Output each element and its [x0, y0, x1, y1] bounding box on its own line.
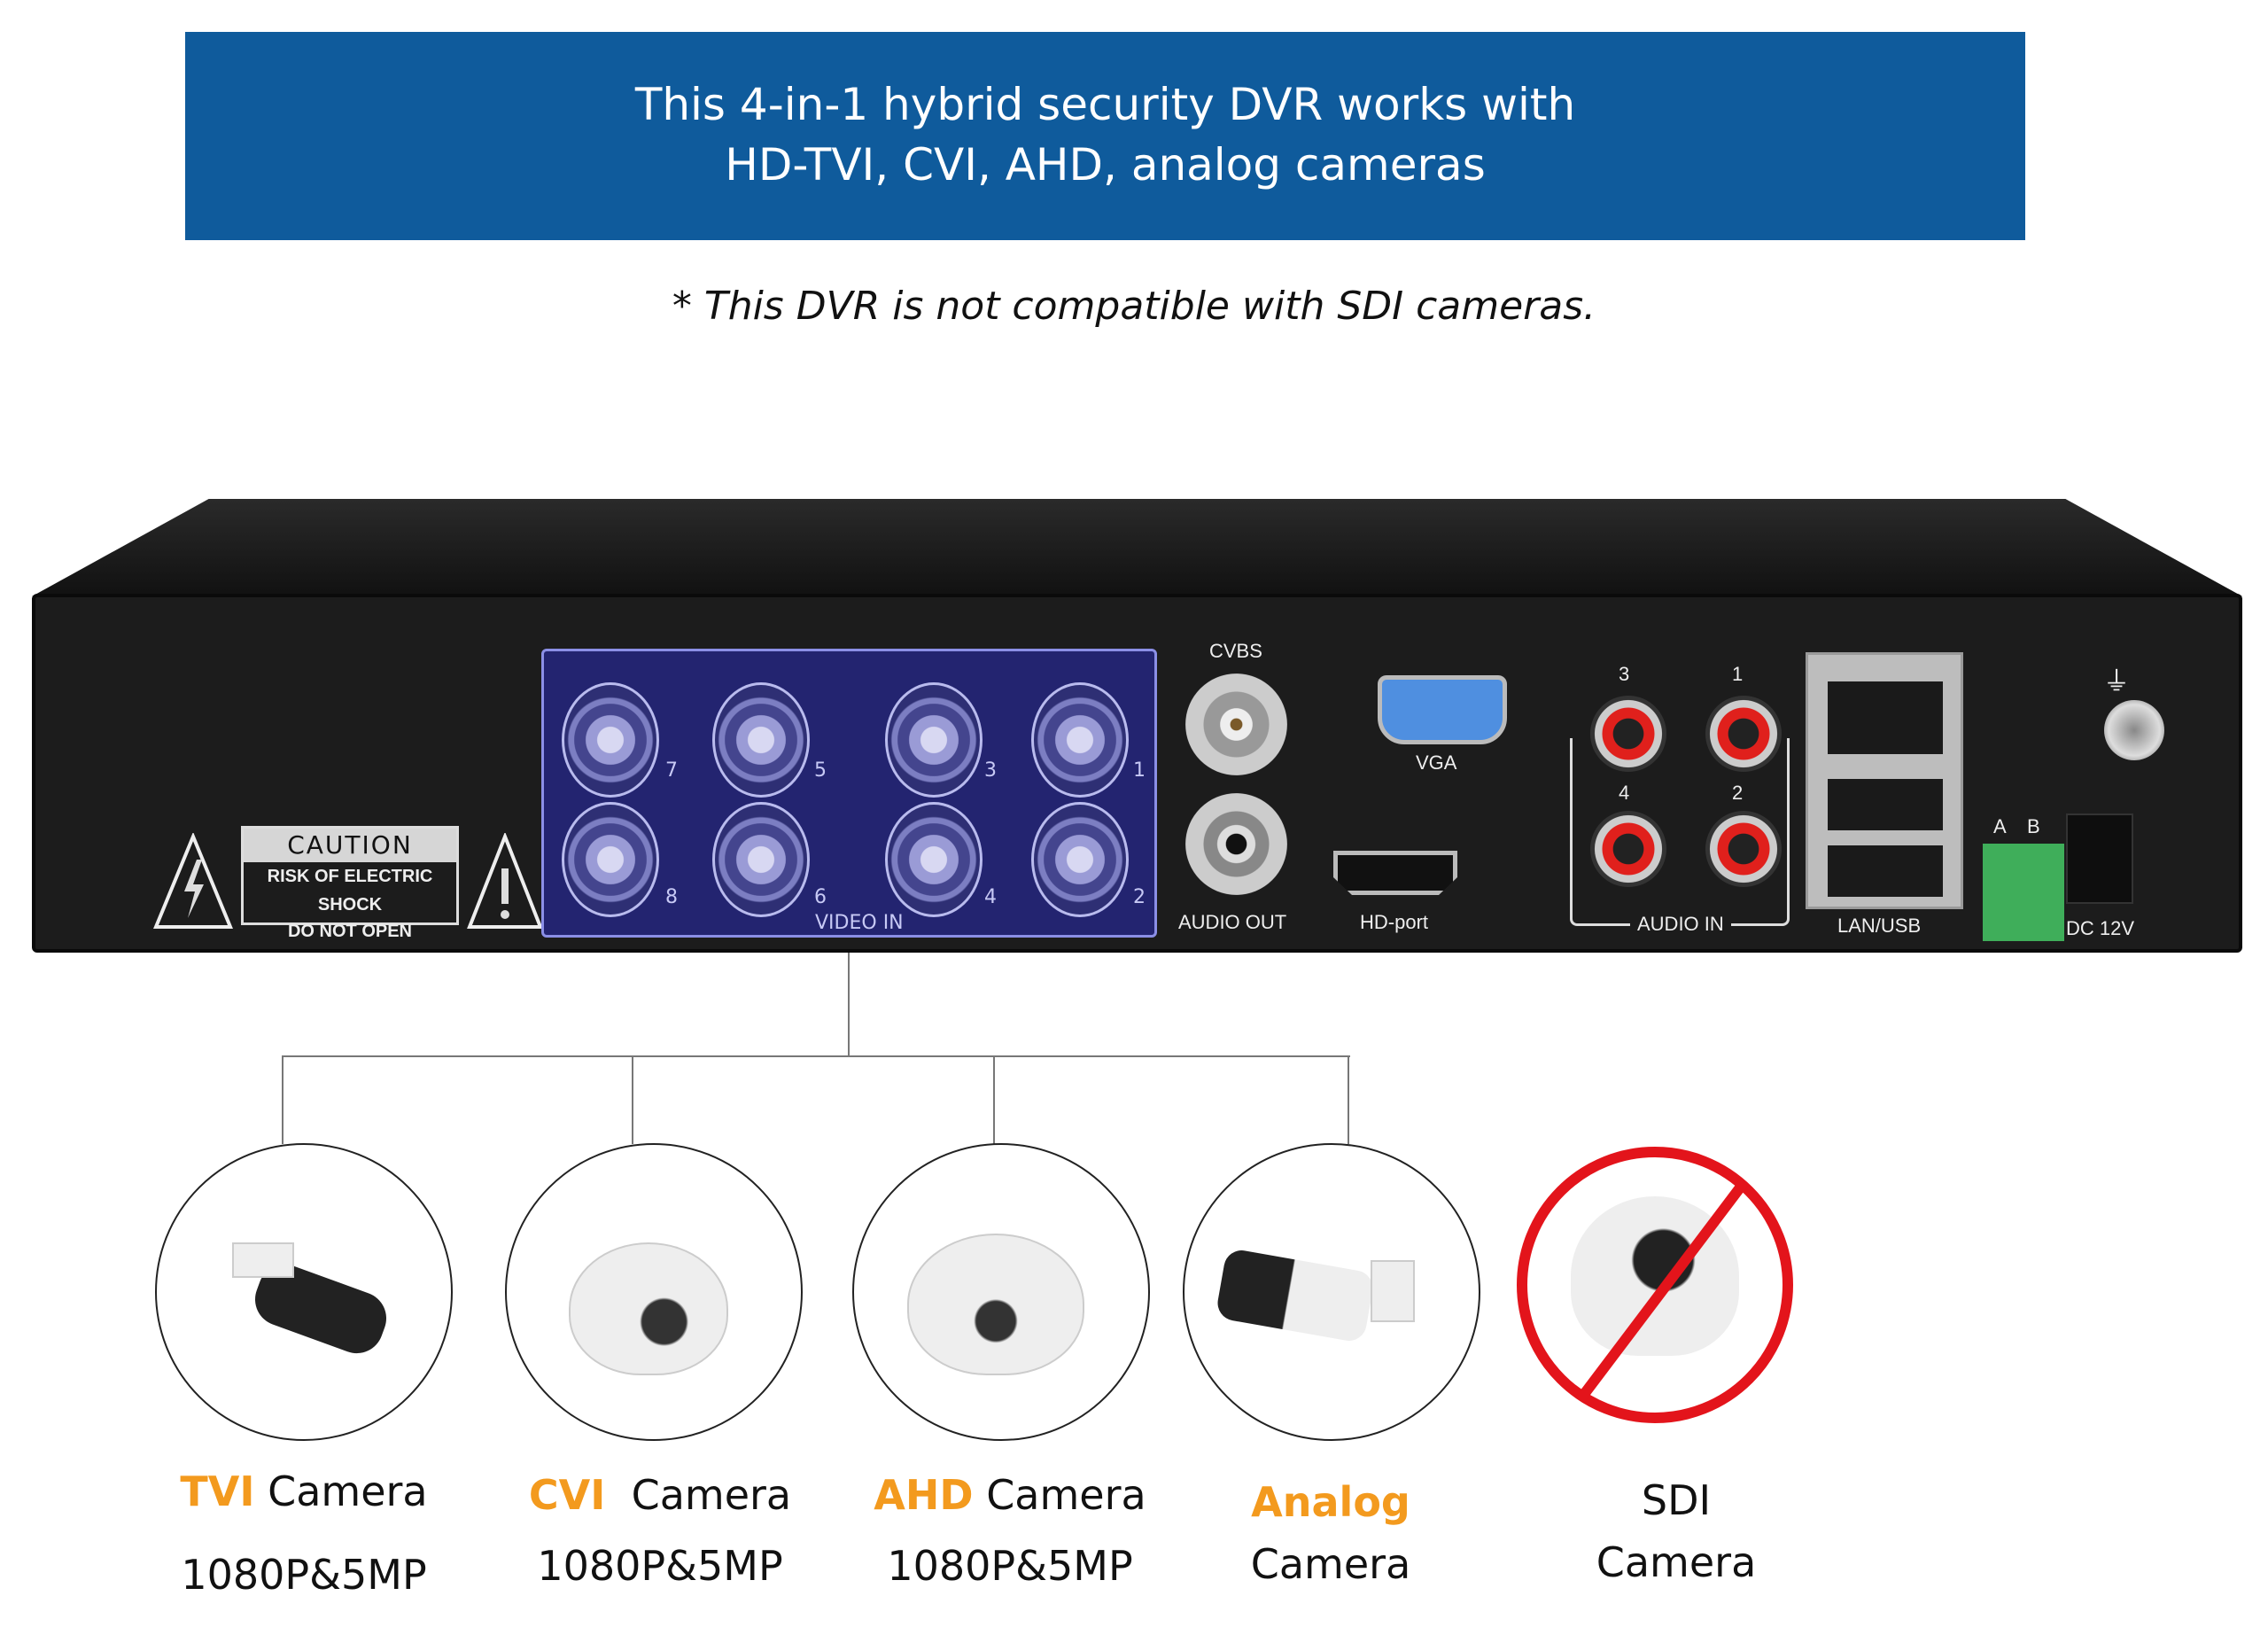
connector-line [1348, 1055, 1349, 1144]
camera-suffix: Camera [631, 1471, 792, 1519]
bnc-port-7[interactable] [562, 682, 659, 798]
tvi-camera-image [155, 1143, 453, 1441]
dc-label: DC 12V [2066, 917, 2135, 939]
ahd-camera-image [852, 1143, 1150, 1441]
connector-line [993, 1055, 995, 1144]
port-number: 1 [1133, 759, 1146, 782]
rs485-b-label: B [2027, 815, 2040, 837]
port-number: 7 [665, 759, 678, 782]
sdi-camera-prohibited [1513, 1143, 1797, 1427]
sdi-caption: SDI Camera [1499, 1469, 1853, 1593]
ground-icon: ⏚ [2103, 666, 2130, 697]
audio-in-port-1[interactable] [1705, 696, 1782, 772]
caution-line-2: DO NOT OPEN [287, 922, 412, 941]
vga-label: VGA [1416, 751, 1457, 774]
shock-warning-icon [153, 833, 233, 929]
camera-suffix: Camera [1250, 1540, 1411, 1588]
connector-line [282, 1055, 1350, 1057]
lan-usb-label: LAN/USB [1837, 915, 1922, 937]
camera-spec: 1080P&5MP [181, 1551, 427, 1599]
connector-line [848, 953, 850, 1056]
camera-type: Analog [1251, 1478, 1410, 1526]
port-number: 5 [814, 759, 827, 782]
usb-port-2[interactable] [1828, 845, 1943, 897]
audio-channel-number: 1 [1732, 663, 1744, 685]
banner-line-2: HD-TVI, CVI, AHD, analog cameras [725, 139, 1486, 191]
lan-port[interactable] [1828, 681, 1943, 754]
caution-line-1: RISK OF ELECTRIC SHOCK [267, 867, 433, 915]
audio-channel-number: 2 [1732, 782, 1744, 804]
connector-line [632, 1055, 633, 1144]
camera-type: TVI [180, 1467, 255, 1515]
camera-spec: 1080P&5MP [537, 1542, 783, 1590]
video-in-label: VIDEO IN [810, 912, 909, 934]
camera-suffix: Camera [986, 1471, 1146, 1519]
usb-port-1[interactable] [1828, 779, 1943, 830]
bnc-port-2[interactable] [1031, 802, 1129, 917]
banner-line-1: This 4-in-1 hybrid security DVR works wi… [634, 79, 1576, 130]
port-number: 8 [665, 886, 678, 908]
rs485-a-label: A [1993, 815, 2007, 837]
camera-suffix: Camera [268, 1467, 428, 1515]
audio-out-port[interactable] [1185, 793, 1287, 895]
tvi-caption: TVI Camera 1080P&5MP [127, 1460, 481, 1606]
audio-in-port-2[interactable] [1705, 811, 1782, 887]
cvi-caption: CVI Camera 1080P&5MP [483, 1464, 837, 1597]
video-in-panel: 7 5 3 1 8 6 4 2 VIDEO IN [541, 649, 1157, 938]
rs485-terminal[interactable] [1983, 844, 2064, 941]
compatibility-note: * This DVR is not compatible with SDI ca… [672, 284, 1596, 329]
dvr-top-cover [32, 499, 2242, 596]
audio-channel-number: 3 [1619, 663, 1630, 685]
bnc-port-8[interactable] [562, 802, 659, 917]
port-number: 3 [984, 759, 997, 782]
bnc-port-4[interactable] [885, 802, 983, 917]
port-number: 4 [984, 886, 997, 908]
bnc-port-6[interactable] [712, 802, 810, 917]
audio-out-label: AUDIO OUT [1178, 911, 1287, 933]
cvbs-port[interactable] [1185, 673, 1287, 775]
camera-spec: 1080P&5MP [887, 1542, 1133, 1590]
audio-in-port-3[interactable] [1590, 696, 1666, 772]
camera-type: CVI [528, 1471, 606, 1519]
bnc-port-1[interactable] [1031, 682, 1129, 798]
analog-camera-image [1183, 1143, 1480, 1441]
port-number: 2 [1133, 886, 1146, 908]
audio-channel-number: 4 [1619, 782, 1630, 804]
audio-in-port-4[interactable] [1590, 811, 1666, 887]
exclamation-warning-icon [467, 833, 543, 929]
ground-screw [2104, 700, 2164, 760]
prohibited-icon [1517, 1147, 1793, 1423]
bnc-port-5[interactable] [712, 682, 810, 798]
vga-port[interactable] [1378, 675, 1507, 744]
camera-type: AHD [874, 1471, 974, 1519]
hd-port-label: HD-port [1360, 911, 1429, 933]
caution-label: CAUTION RISK OF ELECTRIC SHOCK DO NOT OP… [241, 826, 459, 941]
port-number: 6 [814, 886, 827, 908]
cvbs-label: CVBS [1209, 640, 1262, 662]
cvi-camera-image [505, 1143, 803, 1441]
camera-suffix: Camera [1596, 1538, 1757, 1586]
lan-usb-block [1806, 652, 1963, 909]
audio-in-label: AUDIO IN [1630, 913, 1731, 936]
bnc-port-3[interactable] [885, 682, 983, 798]
hdmi-port[interactable] [1333, 851, 1457, 895]
caution-title: CAUTION [244, 829, 456, 862]
dc-power-jack[interactable] [2066, 814, 2133, 904]
camera-type: SDI [1641, 1476, 1712, 1524]
header-banner: This 4-in-1 hybrid security DVR works wi… [185, 32, 2025, 240]
analog-caption: Analog Camera [1153, 1471, 1508, 1595]
connector-line [282, 1055, 284, 1144]
ahd-caption: AHD Camera 1080P&5MP [833, 1464, 1187, 1597]
